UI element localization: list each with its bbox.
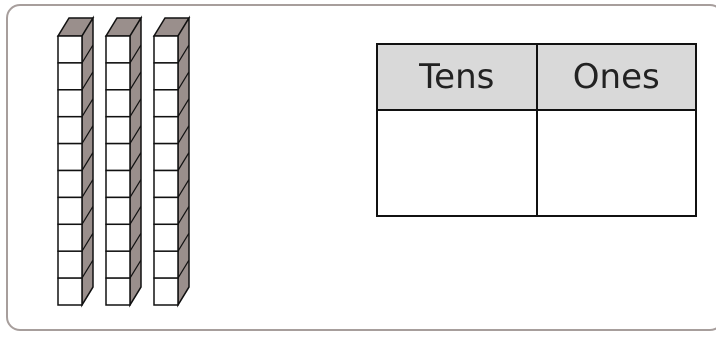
unit-cube <box>106 197 130 224</box>
ones-header: Ones <box>537 44 697 110</box>
tens-rod <box>106 18 141 305</box>
unit-cube <box>58 278 82 305</box>
unit-cube <box>58 36 82 63</box>
unit-cube <box>106 144 130 171</box>
unit-cube <box>154 144 178 171</box>
unit-cube <box>58 144 82 171</box>
tens-header: Tens <box>377 44 537 110</box>
tens-rod <box>154 18 189 305</box>
unit-cube <box>58 117 82 144</box>
unit-cube <box>154 63 178 90</box>
unit-cube <box>106 278 130 305</box>
unit-cube <box>154 278 178 305</box>
unit-cube <box>154 224 178 251</box>
unit-cube <box>106 90 130 117</box>
unit-cube <box>154 171 178 198</box>
unit-cube <box>58 63 82 90</box>
unit-cube <box>58 197 82 224</box>
ones-answer-cell[interactable] <box>537 110 697 216</box>
unit-cube <box>106 117 130 144</box>
unit-cube <box>106 63 130 90</box>
unit-cube <box>58 171 82 198</box>
unit-cube <box>106 224 130 251</box>
unit-cube <box>58 90 82 117</box>
unit-cube <box>106 36 130 63</box>
unit-cube <box>154 36 178 63</box>
unit-cube <box>106 171 130 198</box>
unit-cube <box>154 197 178 224</box>
unit-cube <box>106 251 130 278</box>
tens-rod <box>58 18 93 305</box>
place-value-table: Tens Ones <box>376 43 697 217</box>
unit-cube <box>154 251 178 278</box>
unit-cube <box>58 251 82 278</box>
unit-cube <box>154 117 178 144</box>
tens-answer-cell[interactable] <box>377 110 537 216</box>
unit-cube <box>58 224 82 251</box>
unit-cube <box>154 90 178 117</box>
